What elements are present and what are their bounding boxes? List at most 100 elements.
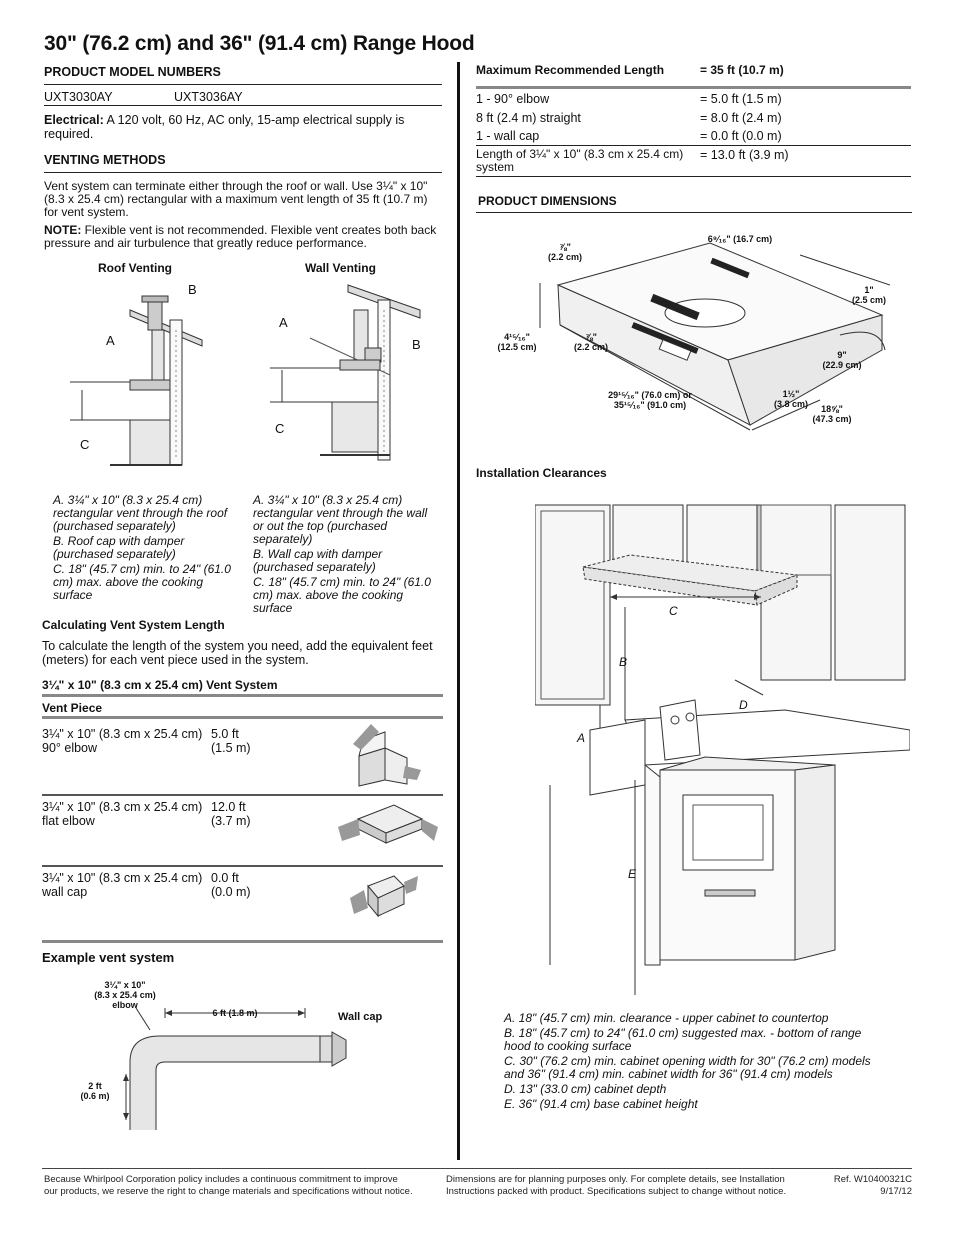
length-row-label: 8 ft (2.4 m) straight (476, 111, 581, 125)
footer-line: Because Whirlpool Corporation policy inc… (44, 1174, 398, 1185)
caption-e: E. 36" (91.4 cm) base cabinet height (504, 1097, 698, 1111)
caption-b: B. Wall cap with damper (purchased separ… (253, 547, 383, 574)
dim-label: ⅞" (2.2 cm) (567, 332, 615, 352)
length-row-value: = 5.0 ft (1.5 m) (700, 92, 782, 106)
dim-value: (12.5 cm) (497, 342, 537, 352)
dim-value: (3.8 cm) (773, 399, 808, 409)
example-vent-diagram (123, 1007, 347, 1130)
dim-value: (2.5 cm) (851, 295, 886, 305)
footer-line: Dimensions are for planning purposes onl… (446, 1174, 785, 1185)
calc-header: Calculating Vent System Length (42, 618, 225, 632)
caption-d: D. 13" (33.0 cm) cabinet depth (504, 1082, 667, 1096)
example-vertical-label: 2 ft (0.6 m) (70, 1081, 120, 1101)
clearance-label-b: B (619, 655, 628, 669)
dim-label: 6⁹⁄₁₆" (16.7 cm) (707, 234, 773, 244)
dim-value: 1" (864, 285, 874, 295)
roof-label-b: B (188, 282, 197, 297)
dim-value: (47.3 cm) (812, 414, 852, 424)
footer-line: Instructions packed with product. Specif… (446, 1186, 787, 1197)
venting-note: NOTE: Flexible vent is not recommended. … (44, 224, 439, 250)
dim-value: 18⅝" (821, 404, 843, 414)
roof-label-a: A (106, 333, 115, 348)
caption-b: B. 18" (45.7 cm) to 24" (61.0 cm) sugges… (504, 1026, 862, 1053)
total-length-label: Length of 3¼" x 10" (8.3 cm x 25.4 cm) s… (476, 148, 683, 174)
dim-value: ⅞" (585, 332, 597, 342)
vent-piece-size: 3¼" x 10" (8.3 cm x 25.4 cm) (42, 800, 203, 814)
electrical-text: A 120 volt, 60 Hz, AC only, 15-amp elect… (44, 113, 405, 141)
example-wallcap-label: Wall cap (338, 1011, 383, 1023)
elbow-90-icon (353, 724, 421, 787)
total-label-line: system (476, 160, 515, 174)
dim-label: 1" (2.5 cm) (846, 285, 892, 305)
footer-middle: Dimensions are for planning purposes onl… (446, 1174, 786, 1198)
footer-ref: Ref. W10400321C 9/17/12 (822, 1174, 912, 1198)
dim-value: (2.2 cm) (573, 342, 608, 352)
vent-system-header: 3¼" x 10" (8.3 cm x 25.4 cm) Vent System (42, 678, 278, 692)
total-length-value: = 13.0 ft (3.9 m) (700, 148, 789, 162)
example-elbow-size-cm: (8.3 x 25.4 cm) (94, 990, 156, 1000)
electrical-label: Electrical: (44, 113, 104, 127)
venting-text: Vent system can terminate either through… (44, 179, 428, 219)
length-row-label: 1 - 90° elbow (476, 92, 550, 106)
example-elbow-size: 3¼" x 10" (104, 980, 146, 990)
dim-value: (22.9 cm) (822, 360, 862, 370)
wall-captions: A. 3¼" x 10" (8.3 x 25.4 cm) rectangular… (253, 494, 438, 615)
wall-label-b: B (412, 337, 421, 352)
max-length-label: Maximum Recommended Length (476, 63, 665, 77)
wall-venting-title: Wall Venting (305, 261, 376, 275)
dim-value: ⅞" (559, 242, 571, 252)
clearance-header: Installation Clearances (476, 466, 607, 480)
vent-piece-type: wall cap (42, 885, 88, 899)
dim-label: 29¹⁵⁄₁₆" (76.0 cm) or 35¹⁵⁄₁₆" (91.0 cm) (595, 390, 705, 410)
dim-value: (2.2 cm) (547, 252, 582, 262)
dim-label: 18⅝" (47.3 cm) (804, 404, 860, 424)
wall-cap-icon (350, 875, 418, 918)
vent-piece-size: 3¼" x 10" (8.3 cm x 25.4 cm) (42, 727, 203, 741)
caption-a: A. 18" (45.7 cm) min. clearance - upper … (504, 1011, 829, 1025)
example-elbow-label: 3¼" x 10" (8.3 x 25.4 cm) elbow (80, 980, 170, 1010)
clearance-label-c: C (669, 604, 678, 618)
dim-value: 1½" (782, 389, 800, 399)
dim-label: 9" (22.9 cm) (812, 350, 872, 370)
caption-a: A. 3¼" x 10" (8.3 x 25.4 cm) rectangular… (53, 493, 228, 533)
electrical-spec: Electrical: A 120 volt, 60 Hz, AC only, … (44, 113, 439, 141)
wall-venting-diagram (270, 284, 421, 461)
note-text: Flexible vent is not recommended. Flexib… (44, 223, 437, 250)
caption-c: C. 18" (45.7 cm) min. to 24" (61.0 cm) m… (53, 562, 231, 602)
vent-piece-type: flat elbow (42, 814, 95, 828)
column-divider (457, 62, 460, 1160)
vent-piece-name: 3¼" x 10" (8.3 cm x 25.4 cm) flat elbow (42, 800, 202, 828)
model-header: PRODUCT MODEL NUMBERS (44, 65, 221, 79)
wall-label-a: A (279, 315, 288, 330)
vent-piece-size: 3¼" x 10" (8.3 cm x 25.4 cm) (42, 871, 203, 885)
vent-piece-header: Vent Piece (42, 701, 103, 715)
venting-header: VENTING METHODS (44, 153, 166, 167)
vent-piece-ft: 0.0 ft (211, 871, 239, 885)
clearance-diagram (535, 504, 910, 995)
example-straight-label: 6 ft (1.8 m) (212, 1008, 258, 1018)
vent-piece-length: 12.0 ft (3.7 m) (211, 800, 251, 828)
dim-value: 35¹⁵⁄₁₆" (91.0 cm) (613, 400, 687, 410)
vent-piece-name: 3¼" x 10" (8.3 cm x 25.4 cm) wall cap (42, 871, 202, 899)
roof-venting-diagram (70, 295, 203, 466)
vent-piece-length: 0.0 ft (0.0 m) (211, 871, 251, 899)
dim-value: 4¹⁵⁄₁₆" (504, 332, 530, 342)
length-row-value: = 8.0 ft (2.4 m) (700, 111, 782, 125)
model-number: UXT3036AY (174, 90, 243, 104)
vent-piece-type: 90° elbow (42, 741, 98, 755)
dim-label: ⅞" (2.2 cm) (542, 242, 588, 262)
reference-number: Ref. W10400321C (833, 1174, 912, 1185)
max-length-value: = 35 ft (10.7 m) (700, 63, 784, 77)
total-label-line: Length of 3¼" x 10" (8.3 cm x 25.4 cm) (476, 147, 684, 161)
example-vertical-m: (0.6 m) (80, 1091, 110, 1101)
caption-c: C. 18" (45.7 cm) min. to 24" (61.0 cm) m… (253, 575, 431, 615)
roof-label-c: C (80, 437, 90, 452)
vent-piece-m: (0.0 m) (211, 885, 251, 899)
page-title: 30" (76.2 cm) and 36" (91.4 cm) Range Ho… (44, 32, 475, 55)
example-elbow-type: elbow (112, 1000, 138, 1010)
vent-piece-ft: 5.0 ft (211, 727, 239, 741)
vent-piece-length: 5.0 ft (1.5 m) (211, 727, 251, 755)
hood-dimension-drawing (539, 242, 891, 431)
dim-value: 9" (837, 350, 847, 360)
example-vertical-ft: 2 ft (88, 1081, 102, 1091)
